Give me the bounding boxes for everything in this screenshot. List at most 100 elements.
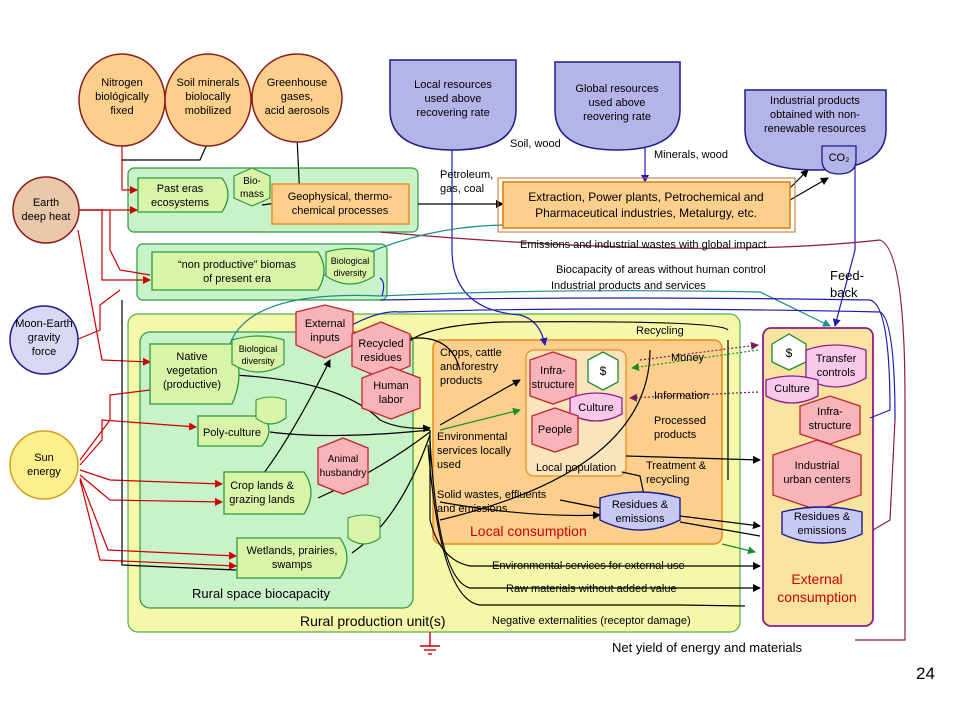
biodiversity-top-node: Biological diversity: [325, 247, 375, 285]
external-culture-label: Culture: [774, 383, 809, 395]
extraction-line-1: Extraction, Power plants, Petrochemical …: [528, 190, 763, 204]
geophysical-line-2: chemical processes: [292, 205, 389, 217]
co2-label: CO₂: [829, 152, 850, 164]
biomass-line-1: Bio-: [243, 176, 261, 187]
local-culture-label: Culture: [578, 402, 613, 414]
biodiversity-top-line-1: Biological: [331, 256, 370, 266]
local-infra-line-1: Infra-: [540, 365, 566, 377]
external-consumption-line-1: External: [791, 571, 842, 587]
human-labor-node: Human labor: [361, 366, 421, 420]
local-population-label: Local population: [536, 462, 616, 474]
external-inputs-line-2: inputs: [310, 332, 340, 344]
source-nitrogen: Nitrogen biológically fixed: [78, 53, 166, 147]
biocapacity-no-control-label: Biocapacity of areas without human contr…: [556, 264, 766, 276]
external-residues-node: Residues & emissions: [781, 506, 863, 544]
external-consumption-line-2: consumption: [777, 589, 856, 605]
biodiversity-top-line-2: diversity: [333, 268, 367, 278]
crops-line-1: Crops, cattle: [440, 347, 502, 359]
local-residues-node: Residues & emissions: [599, 491, 681, 531]
moon-line-1: Moon-Earth: [15, 318, 72, 330]
recycling-label: Recycling: [636, 325, 684, 337]
ground-icon: [420, 632, 440, 655]
biodiversity-rural-line-1: Biological: [239, 344, 278, 354]
neg-externalities-label: Negative externalities (receptor damage): [492, 615, 691, 627]
industrial-products-line-3: renewable resources: [764, 123, 867, 135]
wetlands-line-2: swamps: [272, 559, 313, 571]
env-services-line-2: services locally: [437, 445, 511, 457]
greenhouse-line-1: Greenhouse: [267, 77, 328, 89]
recycled-line-2: residues: [360, 352, 402, 364]
non-productive-line-2: of present era: [203, 273, 272, 285]
external-dollar-label: $: [786, 346, 793, 360]
biodiversity-rural-node: Biological diversity: [231, 335, 285, 373]
animal-line-1: Animal: [328, 454, 359, 465]
biodiversity-rural-line-2: diversity: [241, 356, 275, 366]
external-residues-line-2: emissions: [798, 525, 847, 537]
external-infrastructure-node: Infra- structure: [799, 395, 861, 445]
env-services-line-3: used: [437, 459, 461, 471]
nitrogen-line-2: biológically: [95, 91, 149, 103]
feedback-line-1: Feed-: [830, 268, 864, 283]
source-greenhouse: Greenhouse gases, acid aerosols: [251, 53, 343, 143]
external-inputs-node: External inputs: [295, 304, 354, 359]
biomass-node: Bio- mass: [233, 167, 271, 207]
global-resources-line-1: Global resources: [575, 83, 659, 95]
recycled-residues-node: Recycled residues: [351, 321, 411, 379]
production-unit-label: Rural production unit(s): [300, 613, 446, 629]
raw-materials-label: Raw materials without added value: [506, 583, 677, 595]
native-line-3: (productive): [163, 379, 221, 391]
treatment-line-1: Treatment &: [646, 460, 707, 472]
external-infra-line-2: structure: [809, 420, 852, 432]
urban-line-2: urban centers: [783, 474, 851, 486]
moon-line-3: force: [32, 346, 56, 358]
sun-line-2: energy: [27, 466, 61, 478]
wetlands-shield: [347, 514, 381, 545]
feedback-line-2: back: [830, 285, 858, 300]
moon-line-2: gravity: [28, 332, 61, 344]
local-resources-line-2: used above: [425, 93, 482, 105]
processed-line-2: products: [654, 429, 697, 441]
local-culture-node: Culture: [569, 392, 623, 422]
source-earth-heat: Earth deep heat: [12, 176, 80, 244]
sun-line-1: Sun: [34, 452, 54, 464]
people-label: People: [538, 424, 572, 436]
geophysical-node: Geophysical, thermo- chemical processes: [271, 183, 410, 225]
crop-line-2: grazing lands: [229, 494, 295, 506]
recycled-line-1: Recycled: [358, 338, 403, 350]
soil-line-2: biolocally: [185, 91, 231, 103]
treatment-line-2: recycling: [646, 474, 689, 486]
solid-wastes-line-1: Solid wastes, effluents: [437, 489, 547, 501]
crop-lands-node: Crop lands & grazing lands: [223, 471, 312, 515]
wetlands-node: Wetlands, prairies, swamps: [236, 514, 381, 579]
money-label: Money: [671, 352, 705, 364]
solid-wastes-line-2: and emissions: [437, 503, 508, 515]
animal-husbandry-node: Animal husbandry: [317, 437, 369, 495]
past-eras-node: Past eras ecosystems: [137, 177, 229, 213]
local-dollar-node: $: [587, 351, 619, 391]
industrial-urban-node: Industrial urban centers: [772, 439, 862, 511]
earth-line-2: deep heat: [22, 211, 71, 223]
non-productive-line-1: “non productive” biomas: [178, 259, 297, 271]
crops-line-3: products: [440, 375, 483, 387]
external-residues-line-1: Residues &: [794, 511, 851, 523]
transfer-controls-node: Transfer controls: [805, 344, 867, 388]
rural-biocapacity-label: Rural space biocapacity: [192, 586, 331, 601]
earth-line-1: Earth: [33, 197, 59, 209]
local-resources-line-3: recovering rate: [416, 107, 489, 119]
polyculture-shield: [255, 396, 287, 425]
external-inputs-line-1: External: [305, 318, 345, 330]
animal-line-2: husbandry: [320, 468, 367, 479]
source-global-resources: Global resources used above reovering ra…: [554, 61, 681, 151]
flow-connectors: [75, 130, 906, 641]
local-dollar-label: $: [600, 364, 607, 378]
local-residues-line-1: Residues &: [612, 499, 669, 511]
env-external-label: Environmental services for external use: [492, 560, 685, 572]
global-resources-line-3: reovering rate: [583, 111, 651, 123]
source-industrial-products: Industrial products obtained with non- r…: [744, 89, 887, 175]
local-consumption-label: Local consumption: [470, 523, 587, 539]
transfer-line-2: controls: [817, 367, 856, 379]
polyculture-node: Poly-culture: [197, 396, 287, 447]
env-services-line-1: Environmental: [437, 431, 507, 443]
nitrogen-line-1: Nitrogen: [101, 77, 143, 89]
